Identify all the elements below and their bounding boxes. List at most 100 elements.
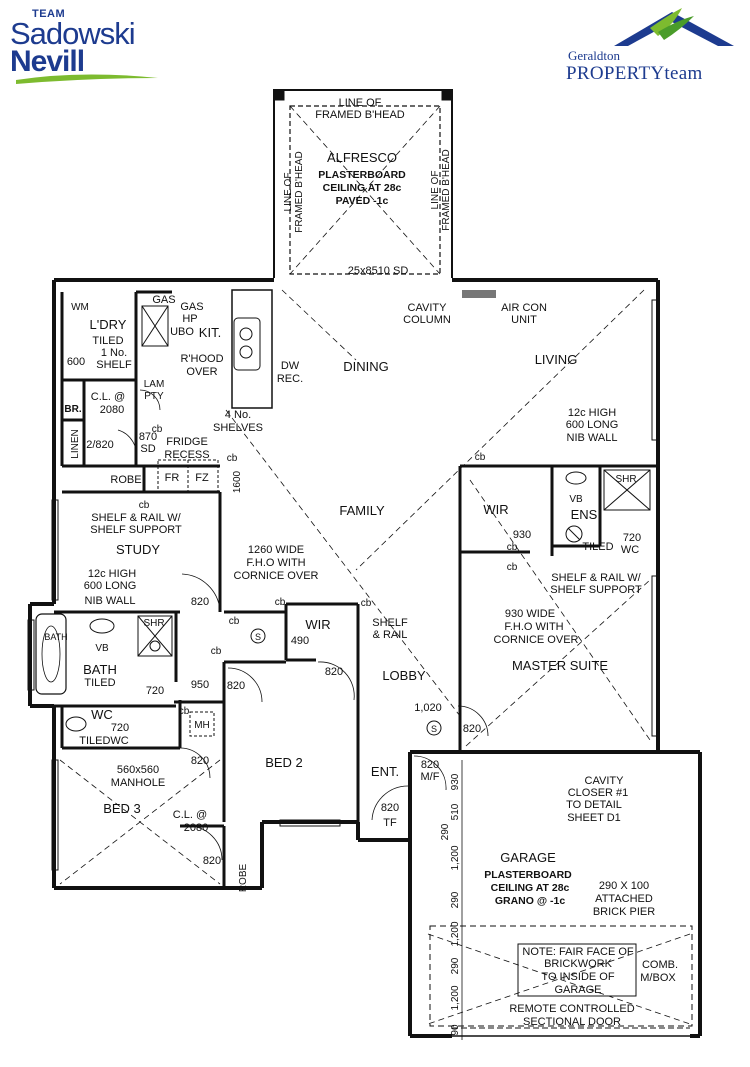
line-of-framed-right-1: LINE OF [430,171,441,210]
garage-dim-510: 510 [450,803,461,820]
garage-ceiling-1: PLASTERBOARD [484,869,572,881]
house-roof-logo-icon [614,8,734,46]
tiledwc-label: TILEDWC [79,735,129,747]
ens-label: ENS [571,507,598,522]
logo-brand-text: PROPERTYteam [566,63,703,84]
pier-2: ATTACHED [595,893,653,905]
shelf-rail-1: SHELF [372,617,408,629]
dim-930: 930 [513,529,531,541]
fho-1: 1260 WIDE [248,544,304,556]
cavity-closer-3: TO DETAIL [566,799,622,811]
note-3: TO INSIDE OF [541,971,614,983]
br-label: BR. [64,404,81,415]
tf-2: TF [383,817,397,829]
sliding-door-label: 25x8510 SD [348,265,409,277]
line-of-framed-top-1: LINE OF [339,97,382,109]
ms-shelf-2: SHELF SUPPORT [550,584,642,596]
sink-icon [233,317,261,371]
cb-ms: cb [475,452,486,463]
alfresco-ceiling-1: PLASTERBOARD [318,169,406,181]
comb-2: M/BOX [640,972,676,984]
manhole-icon [189,711,215,737]
gas-label: GAS [152,294,175,306]
ldry-label: L'DRY [90,317,127,332]
door-2-820: 2/820 [86,439,114,451]
family-label: FAMILY [339,503,385,518]
ent-label: ENT. [371,764,399,779]
alfresco-outline [273,89,453,278]
mf-1: 820 [421,759,439,771]
windows [27,299,659,871]
ms-fho-3: CORNICE OVER [494,634,579,646]
linen-label: LINEN [70,429,81,458]
bed2-door-820: 820 [227,680,245,692]
bath-tub-icon [35,613,67,695]
entry-switch-label: S [431,724,437,734]
shelves-1: 4 No. [225,409,251,421]
cb-fridge: cb [152,424,163,435]
living-label: LIVING [535,352,578,367]
cavity-closer-4: SHEET D1 [567,812,621,824]
cb-study: cb [139,500,150,511]
wir-door-490: 490 [291,635,309,647]
garage-walls [408,750,702,1038]
garage-dim-1200-a: 1,200 [450,845,461,870]
garage-note-box [517,943,637,997]
cavity-column-1: CAVITY [408,302,448,314]
bath-tub-label: BATH [44,632,67,642]
line-of-framed-top-2: FRAMED B'HEAD [315,109,405,121]
toilet-icon [65,716,87,732]
dw-1: DW [281,360,300,372]
air-con-2: UNIT [511,314,537,326]
garage-ceiling-3: GRANO @ -1c [495,895,565,907]
garage-ceiling-2: CEILING AT 28c [491,882,570,894]
fridge-recess [157,459,219,493]
bath-door-720: 720 [146,685,164,697]
cb-wc: cb [179,706,190,717]
basin-icon [89,618,115,634]
garage-door-zone [429,925,693,1027]
ms-fho-2: F.H.O WITH [504,621,563,633]
logo-sadowski-text: Sadowski [10,16,136,51]
ms-wir-label: WIR [483,502,508,517]
alfresco-label: ALFRESCO [327,150,397,165]
cl-2080-2: 2080 [100,404,124,416]
shelf-rail-2: & RAIL [373,629,408,641]
gas-label-2: GAS [180,301,203,313]
vb-label: VB [95,643,109,654]
bath-tiled-label: TILED [84,677,115,689]
dim-1020: 1,020 [414,702,442,714]
six-hundred-label: 600 [67,356,85,368]
switch-icon [250,628,266,644]
cb-ms-2: cb [507,562,518,573]
ms-door-820: 820 [463,723,481,735]
bed3-label: BED 3 [103,801,141,816]
cavity-closer-1: CAVITY [585,775,625,787]
interior-walls [54,290,658,888]
fho-3: CORNICE OVER [234,570,319,582]
garage-dim-90: 90 [450,1024,461,1036]
air-con-unit-icon [462,290,496,298]
cb-hall: cb [211,646,222,657]
kitchen-island [231,289,273,409]
garage-dim-290-a: 290 [440,823,451,840]
shr-label: SHR [143,618,164,629]
study-shelf-1: SHELF & RAIL W/ [91,512,181,524]
note-2: BRICKWORK [544,958,613,970]
logo-swoosh-icon [16,74,158,84]
sadowski-nevill-logo: TEAM Sadowski Nevill [10,8,160,86]
nib-1: 12c HIGH [88,568,136,580]
cb-lobby: cb [361,598,372,609]
pier-1: 290 X 100 [599,880,649,892]
fho-2: F.H.O WITH [246,557,305,569]
cl-2080-1: C.L. @ [91,391,125,403]
fridge-1: FRIDGE [166,436,208,448]
ens-wc-label: WC [621,544,639,556]
shelves-2: SHELVES [213,422,263,434]
pantry-icon [141,305,169,347]
mf-2: M/F [421,771,440,783]
mh-label: MH [194,720,210,731]
shower-icon [137,615,173,657]
wc-label: WC [91,707,113,722]
